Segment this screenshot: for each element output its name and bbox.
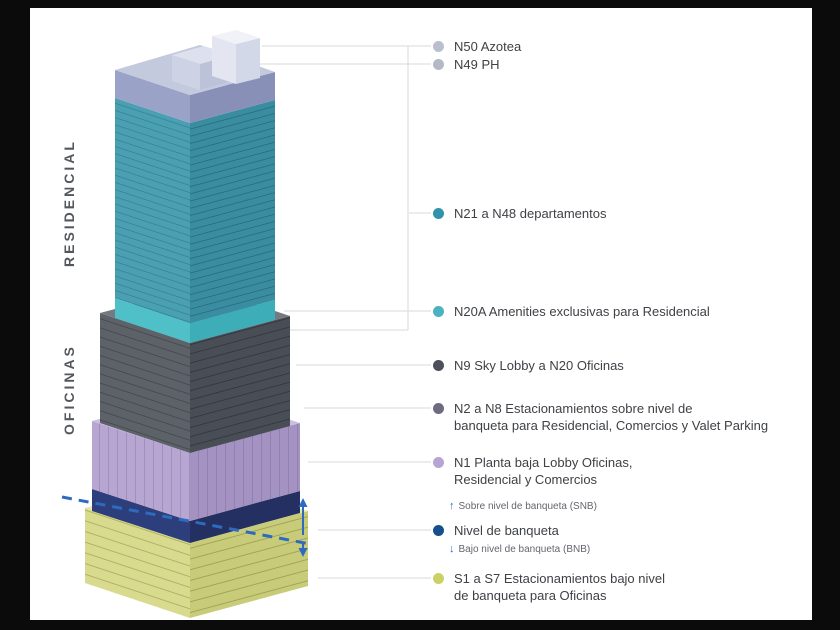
legend-label-n49: N49 PH <box>454 56 500 73</box>
legend-note-bnb-text: Bajo nivel de banqueta (BNB) <box>458 544 591 555</box>
legend-dot-n20a-icon <box>433 306 444 317</box>
legend-dot-banqueta-icon <box>433 525 444 536</box>
legend-label-line: N2 a N8 Estacionamientos sobre nivel de <box>454 401 693 416</box>
legend-label-line: N1 Planta baja Lobby Oficinas, <box>454 455 633 470</box>
legend-note-snb-text: Sobre nivel de banqueta (SNB) <box>458 501 597 512</box>
legend-label-line: N9 Sky Lobby a N20 Oficinas <box>454 358 624 373</box>
legend-label-line: S1 a S7 Estacionamientos bajo nivel <box>454 571 666 586</box>
legend-item-s1-s7: S1 a S7 Estacionamientos bajo nivel de b… <box>433 570 665 604</box>
down-arrow-icon: ↓ <box>449 543 455 555</box>
legend-note-snb: ↑ Sobre nivel de banqueta (SNB) <box>449 500 597 513</box>
legend-label-n20a: N20A Amenities exclusivas para Residenci… <box>454 303 710 320</box>
legend-label-line: N21 a N48 departamentos <box>454 206 607 221</box>
legend-label-s1-s7: S1 a S7 Estacionamientos bajo nivel de b… <box>454 570 665 604</box>
legend-dot-n2-n8-icon <box>433 403 444 414</box>
legend-label-line: banqueta para Residencial, Comercios y V… <box>454 418 769 433</box>
legend-dot-n49-icon <box>433 59 444 70</box>
section-label-residencial: RESIDENCIAL <box>61 139 77 267</box>
legend-label-n1: N1 Planta baja Lobby Oficinas, Residenci… <box>454 454 633 488</box>
legend-label-n50: N50 Azotea <box>454 38 521 55</box>
legend-label-line: N50 Azotea <box>454 39 522 54</box>
legend-item-n2-n8: N2 a N8 Estacionamientos sobre nivel de … <box>433 400 768 434</box>
legend-item-n1: N1 Planta baja Lobby Oficinas, Residenci… <box>433 454 633 488</box>
legend-note-bnb: ↓ Bajo nivel de banqueta (BNB) <box>449 543 590 556</box>
legend-label-line: de banqueta para Oficinas <box>454 588 607 603</box>
legend-item-n49: N49 PH <box>433 56 500 73</box>
legend-label-line: Nivel de banqueta <box>454 523 559 538</box>
legend-dot-s1-s7-icon <box>433 573 444 584</box>
legend-item-n50: N50 Azotea <box>433 38 521 55</box>
legend-label-line: N20A Amenities exclusivas para Residenci… <box>454 304 710 319</box>
legend-dot-n21-n48-icon <box>433 208 444 219</box>
legend-label-banqueta: Nivel de banqueta <box>454 522 559 539</box>
legend-label-n2-n8: N2 a N8 Estacionamientos sobre nivel de … <box>454 400 768 434</box>
legend-label-n9-n20: N9 Sky Lobby a N20 Oficinas <box>454 357 624 374</box>
legend-dot-n50-icon <box>433 41 444 52</box>
legend-label-line: N49 PH <box>454 57 500 72</box>
section-label-oficinas: OFICINAS <box>61 344 77 436</box>
legend-item-n9-n20: N9 Sky Lobby a N20 Oficinas <box>433 357 624 374</box>
legend-item-banqueta: Nivel de banqueta <box>433 522 559 539</box>
legend-item-n21-n48: N21 a N48 departamentos <box>433 205 606 222</box>
legend-label-n21-n48: N21 a N48 departamentos <box>454 205 606 222</box>
legend-dot-n9-n20-icon <box>433 360 444 371</box>
up-arrow-icon: ↑ <box>449 500 455 512</box>
legend-item-n20a: N20A Amenities exclusivas para Residenci… <box>433 303 710 320</box>
legend-dot-n1-icon <box>433 457 444 468</box>
legend-label-line: Residencial y Comercios <box>454 472 598 487</box>
